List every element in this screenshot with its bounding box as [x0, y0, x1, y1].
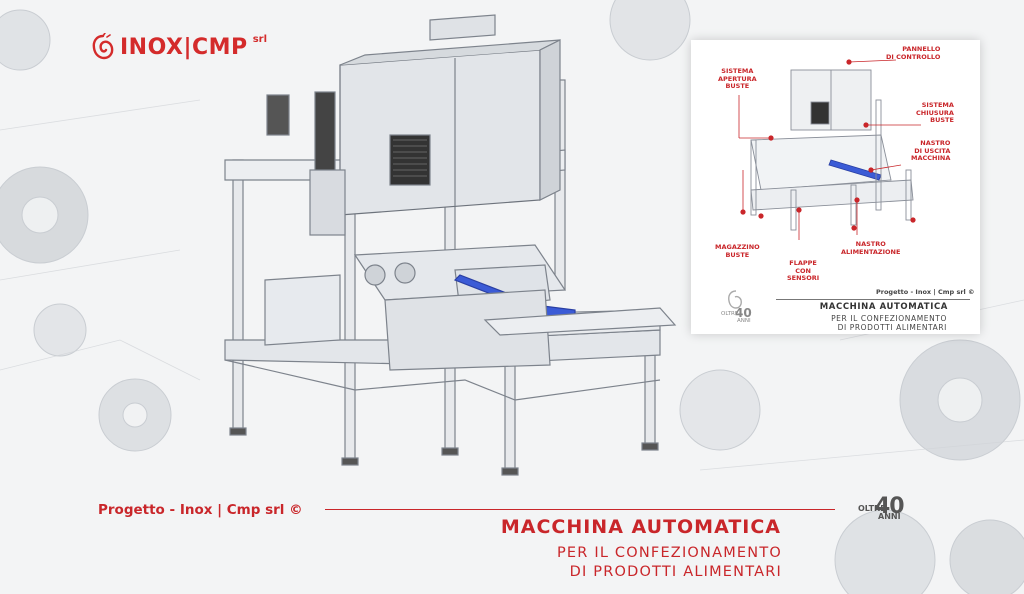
machine-illustration: [224, 14, 677, 476]
brand-mark-icon: [92, 33, 114, 60]
inset-subtitle-2: DI PRODOTTI ALIMENTARI: [837, 323, 947, 332]
inset-badge-years: ANNI: [737, 318, 751, 324]
credit-text: Progetto - Inox | Cmp srl ©: [98, 502, 303, 518]
label-pannello: PANNELLO DI CONTROLLO: [886, 45, 941, 61]
divider-line: [325, 509, 835, 510]
label-flappe: FLAPPE CON SENSORI: [787, 259, 820, 282]
inset-badge: OLTRE 40 ANNI: [721, 287, 752, 327]
inset-title: MACCHINA AUTOMATICA: [819, 302, 948, 312]
brand-suffix: srl: [252, 33, 267, 45]
subtitle-line-2: DI PRODOTTI ALIMENTARI: [569, 564, 782, 580]
inset-credit: Progetto - Inox | Cmp srl ©: [876, 288, 975, 296]
label-chiusura: SISTEMA CHIUSURA BUSTE: [916, 101, 954, 124]
anniversary-badge: OLTRE 40 ANNI: [858, 494, 905, 526]
badge-over: OLTRE: [858, 504, 886, 513]
inset-subtitle-1: PER IL CONFEZIONAMENTO: [831, 314, 947, 323]
badge-years: ANNI: [878, 512, 901, 521]
label-apertura: SISTEMA APERTURA BUSTE: [718, 67, 757, 90]
badge-number: 40: [875, 494, 905, 519]
label-alimentazione: NASTRO ALIMENTAZIONE: [841, 240, 901, 256]
brand-name: INOX|CMP: [120, 34, 248, 60]
inset-badge-over: OLTRE: [721, 311, 739, 317]
inset-badge-number: 40: [735, 306, 752, 320]
brand-logo: INOX|CMP srl: [90, 33, 267, 61]
inset-diagram-card: PANNELLO DI CONTROLLO SISTEMA APERTURA B…: [691, 40, 980, 334]
label-magazzino: MAGAZZINO BUSTE: [715, 243, 760, 259]
subtitle-line-1: PER IL CONFEZIONAMENTO: [556, 545, 782, 561]
main-title: MACCHINA AUTOMATICA: [500, 516, 781, 538]
label-uscita: NASTRO DI USCITA MACCHINA: [911, 139, 951, 162]
inset-brand-mark-icon: [728, 290, 742, 309]
inset-divider: [776, 299, 970, 300]
inset-machine-diagram: [738, 59, 921, 240]
